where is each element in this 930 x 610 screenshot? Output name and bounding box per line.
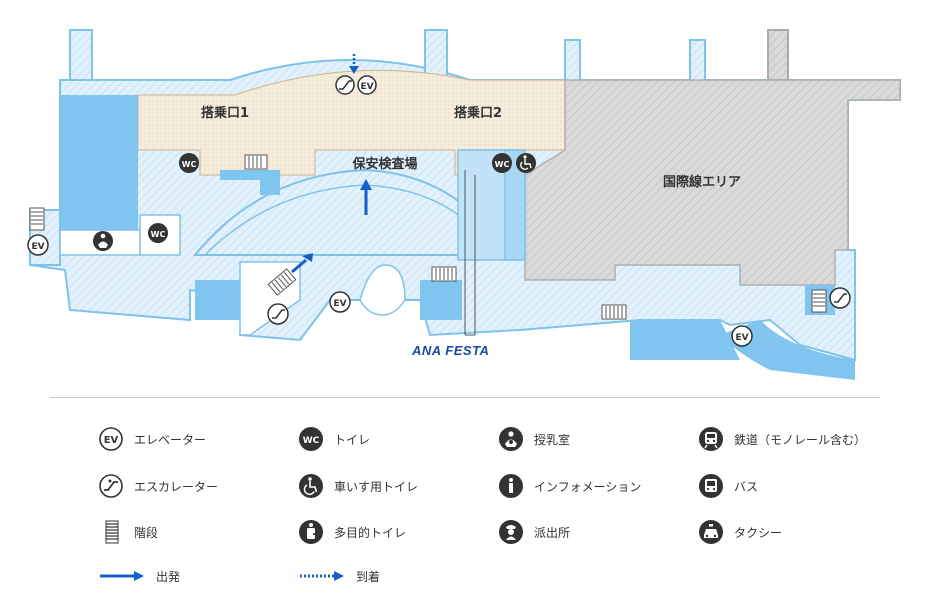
legend-item-arrival: 到着 [298,562,380,590]
legend-label: 授乳室 [534,432,571,447]
map-legend: EV エレベーター WC トイレ 授乳室 鉄道（モノレール含む） エスカレーター… [0,400,930,610]
legend-label: 多目的トイレ [334,525,407,540]
elevator-icon-text: EV [31,242,44,252]
stairs-marker [244,154,268,170]
legend-label: 到着 [356,569,381,584]
legend-item-departure: 出発 [98,562,180,590]
toilet-icon: WC [179,153,199,173]
elevator-icon: EV [357,75,377,95]
taxi-icon [698,519,724,545]
elevator-icon: EV [731,325,753,347]
departure-route-arrow [291,253,313,274]
toilet-icon-text: WC [182,160,197,169]
toilet-icon-text: WC [303,436,320,446]
legend-item-taxi: タクシー [698,518,782,546]
toilet-icon-text: WC [151,230,166,239]
arrival-arrow-icon [298,563,346,589]
stairs-marker [431,266,457,282]
terminal-floor-map: EV EV EV EV WC WC WC [27,29,901,380]
legend-label: タクシー [734,525,783,540]
toilet-icon-text: WC [495,160,510,169]
legend-label: トイレ [334,432,371,447]
legend-item-multipurpose-toilet: 多目的トイレ [298,518,406,546]
legend-item-railway: 鉄道（モノレール含む） [698,425,866,453]
toilet-icon: WC [148,223,168,243]
gate-2-label: 搭乗口2 [454,105,502,121]
toilet-icon: WC [298,426,324,452]
legend-item-escalator: エスカレーター [98,472,218,500]
escalator-icon [98,473,124,499]
elevator-icon-text: EV [333,299,346,309]
departure-arrow-icon [98,563,146,589]
legend-label: 車いす用トイレ [334,479,419,494]
escalator-icon [829,287,851,309]
international-area-label: 国際線エリア [663,174,741,190]
arrival-route-arrow [349,54,359,74]
security-checkpoint-label: 保安検査場 [351,156,417,172]
escalator-icon [335,75,355,95]
legend-item-toilet: WC トイレ [298,425,370,453]
map-legend-divider [50,397,880,398]
legend-label: 出発 [156,569,181,584]
nursing-room-icon [498,426,524,452]
wheelchair-toilet-icon [298,473,324,499]
legend-label: 鉄道（モノレール含む） [734,432,867,447]
legend-item-police-box: 派出所 [498,518,570,546]
stairs-marker [29,207,45,231]
nursing-room-icon [93,231,113,251]
escalator-stairs-marker [267,268,297,296]
stairs-marker [811,289,827,313]
legend-label: 階段 [134,525,159,540]
wheelchair-toilet-icon [516,153,536,173]
elevator-icon: EV [98,426,124,452]
legend-label: エスカレーター [134,479,219,494]
information-icon [498,473,524,499]
multipurpose-toilet-icon [298,519,324,545]
ana-festa-logo: ANA FESTA [411,343,489,358]
elevator-icon-text: EV [360,82,373,92]
departure-route-arrow [360,179,372,215]
bus-icon [698,473,724,499]
legend-item-nursing-room: 授乳室 [498,425,570,453]
elevator-icon-text: EV [104,435,119,446]
legend-label: 派出所 [534,525,571,540]
elevator-icon: EV [329,291,351,313]
toilet-icon: WC [492,153,512,173]
legend-item-stairs: 階段 [98,518,158,546]
legend-label: バス [734,479,759,494]
elevator-icon-text: EV [735,333,748,343]
stairs-icon [98,519,124,545]
left-service-block [60,95,138,230]
gate-lounge-area[interactable] [137,69,566,176]
legend-item-wheelchair-toilet: 車いす用トイレ [298,472,418,500]
escalator-icon [267,303,289,325]
legend-label: エレベーター [134,432,207,447]
legend-label: インフォメーション [534,479,642,494]
legend-item-bus: バス [698,472,758,500]
stairs-marker [601,304,627,320]
legend-item-elevator: EV エレベーター [98,425,206,453]
legend-item-information: インフォメーション [498,472,641,500]
railway-icon [698,426,724,452]
gate-1-label: 搭乗口1 [201,105,249,121]
police-box-icon [498,519,524,545]
elevator-icon: EV [27,234,49,256]
